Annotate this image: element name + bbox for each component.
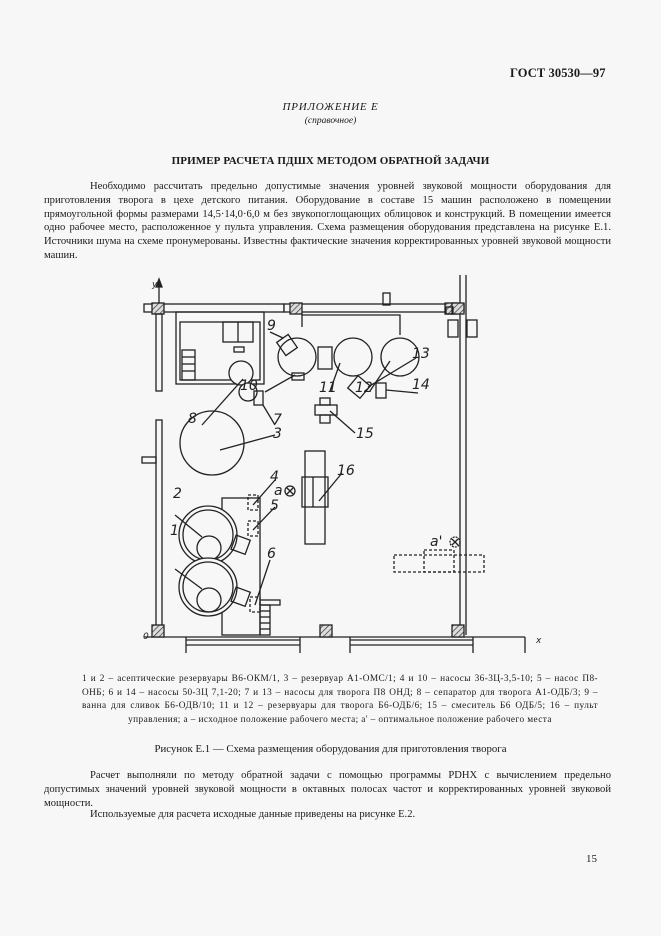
origin-label: 0 <box>143 632 149 642</box>
appendix-subtitle: (справочное) <box>304 116 357 126</box>
intro-paragraph: Необходимо рассчитать предельно допустим… <box>44 181 611 261</box>
y-axis-arrow-icon <box>155 277 163 288</box>
label-14: 14 <box>412 377 430 393</box>
label-work-position-a-prime: a' <box>430 534 442 550</box>
label-2: 2 <box>173 486 182 502</box>
label-11: 11 <box>319 380 337 396</box>
label-8: 8 <box>188 411 197 427</box>
label-7: 7 <box>273 412 282 428</box>
label-3: 3 <box>273 426 282 442</box>
x-axis-label: x <box>535 636 542 646</box>
label-6: 6 <box>267 546 276 562</box>
label-16: 16 <box>337 463 355 479</box>
label-13: 13 <box>412 346 430 362</box>
figure-caption: Рисунок Е.1 — Схема размещения оборудова… <box>154 743 507 755</box>
appendix-title: ПРИЛОЖЕНИЕ Е <box>282 101 379 113</box>
label-9: 9 <box>267 318 276 334</box>
standard-number: ГОСТ 30530—97 <box>510 66 606 80</box>
label-15: 15 <box>356 426 374 442</box>
section-title: ПРИМЕР РАСЧЕТА ПДШХ МЕТОДОМ ОБРАТНОЙ ЗАД… <box>171 155 490 167</box>
label-1: 1 <box>170 523 179 539</box>
label-5: 5 <box>270 498 279 514</box>
label-12: 12 <box>355 380 373 396</box>
page-number: 15 <box>586 853 597 865</box>
label-work-position-a: a <box>274 483 283 499</box>
y-axis-label: y <box>151 280 158 290</box>
method-paragraph: Расчет выполняли по методу обратной зада… <box>44 770 611 809</box>
figure-legend: 1 и 2 – асептические резервуары В6-ОКМ/1… <box>82 674 598 725</box>
data-reference-paragraph: Используемые для расчета исходные данные… <box>90 809 416 820</box>
label-4: 4 <box>270 469 279 485</box>
label-10: 10 <box>240 378 258 394</box>
equipment-layout-diagram: y 0 x 1 2 3 4 5 6 7 8 9 10 11 12 13 14 1… <box>141 275 542 653</box>
